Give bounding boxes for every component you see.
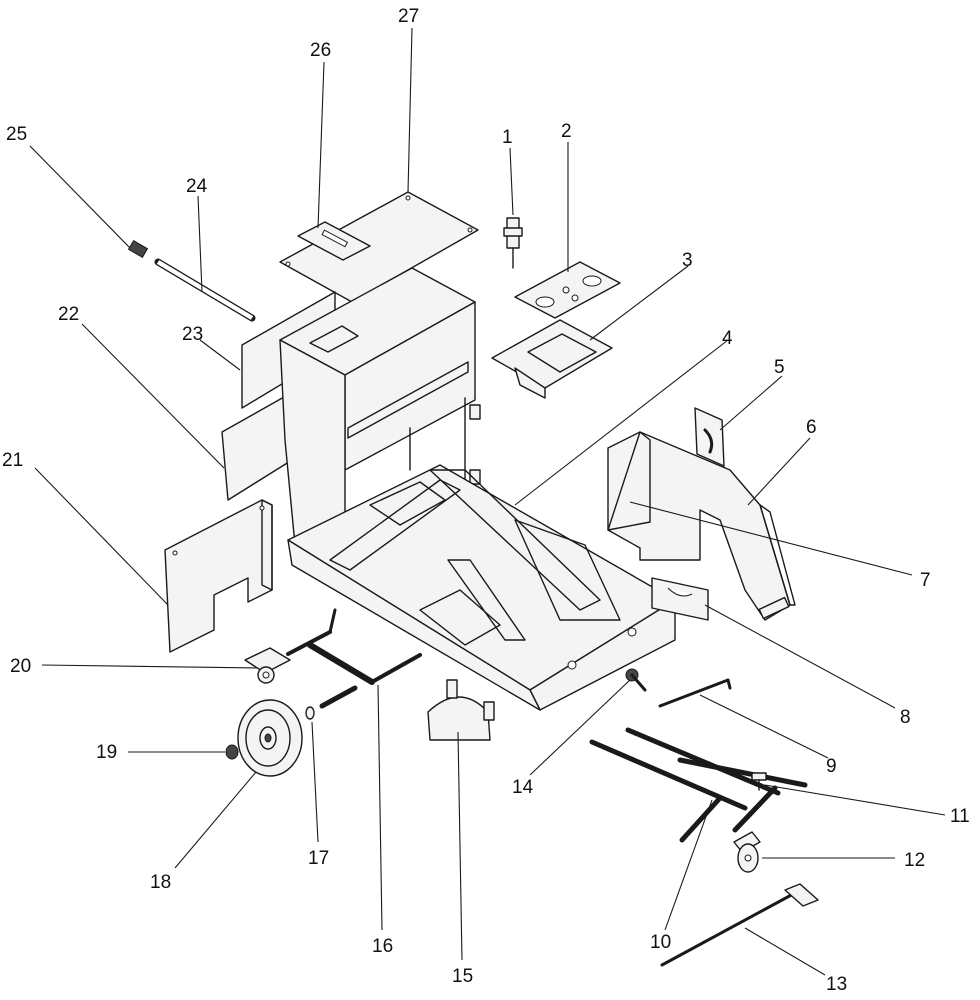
- part-4-base-frame: [287, 464, 676, 711]
- callout-3: 3: [682, 250, 693, 271]
- leader-11: [764, 784, 946, 816]
- leader-8: [704, 604, 896, 709]
- callout-22: 22: [58, 304, 79, 325]
- callout-19: 19: [96, 742, 117, 763]
- leader-24: [197, 195, 203, 293]
- part-11-pin: [751, 772, 767, 791]
- part-18-wheel: [237, 699, 303, 777]
- callout-6: 6: [806, 417, 817, 438]
- callout-9: 9: [826, 756, 837, 777]
- callout-26: 26: [310, 40, 331, 61]
- part-9-handle-rod: [658, 678, 732, 708]
- leader-16: [377, 684, 383, 931]
- callout-20: 20: [10, 656, 31, 677]
- callout-labels: 1 2 3 4 5 6 7 8 9 10 11 12 13 14 15 16 1…: [2, 6, 970, 995]
- callout-7: 7: [920, 570, 931, 591]
- callout-24: 24: [186, 176, 208, 197]
- main-frame-tower: [279, 267, 481, 571]
- part-14-bolt: [625, 668, 647, 692]
- part-25-cap: [127, 239, 149, 259]
- part-6-belt-guard: [607, 431, 796, 621]
- leader-23: [199, 339, 241, 371]
- part-17-axle-pin: [305, 685, 358, 720]
- leader-1: [509, 147, 514, 216]
- part-27-top-cover-plate: [279, 191, 479, 303]
- part-5-small-plate: [694, 407, 725, 467]
- leader-27: [407, 27, 413, 193]
- part-19-nut: [225, 744, 239, 760]
- part-3-tray: [491, 319, 613, 399]
- leader-22: [81, 323, 225, 469]
- callout-1: 1: [502, 127, 513, 148]
- leader-21: [34, 467, 169, 606]
- callout-18: 18: [150, 872, 171, 893]
- part-2-gasket-plate: [514, 261, 621, 319]
- callout-12: 12: [904, 850, 925, 871]
- leader-lines: [29, 27, 946, 976]
- callout-21: 21: [2, 450, 23, 471]
- callout-14: 14: [512, 777, 534, 798]
- callout-4: 4: [722, 328, 733, 349]
- leader-15: [457, 731, 463, 961]
- part-15-wheel-cover: [427, 679, 495, 741]
- leader-10: [664, 799, 713, 931]
- leader-18: [174, 771, 257, 869]
- leader-3: [589, 265, 689, 341]
- part-26-small-plate: [297, 221, 371, 261]
- callout-13: 13: [826, 974, 847, 995]
- part-24-rod: [154, 258, 256, 322]
- part-10-caster-frame: [589, 727, 808, 843]
- leader-5: [719, 375, 783, 431]
- leader-26: [317, 61, 325, 229]
- callout-27: 27: [398, 6, 419, 27]
- leader-17: [311, 721, 319, 843]
- callout-17: 17: [308, 848, 329, 869]
- leader-9: [699, 694, 829, 759]
- part-21-side-housing: [164, 499, 273, 653]
- part-16-axle: [286, 608, 422, 685]
- callout-23: 23: [182, 324, 203, 345]
- leader-4: [514, 339, 729, 506]
- part-8-bracket-plate: [651, 577, 709, 621]
- callout-2: 2: [561, 121, 572, 142]
- leader-7: [629, 501, 913, 576]
- leader-13: [744, 927, 826, 976]
- part-20-bracket: [244, 647, 291, 684]
- part-1-fitting: [503, 217, 523, 269]
- leader-14: [529, 679, 631, 776]
- leader-20: [41, 664, 259, 669]
- callout-16: 16: [372, 936, 393, 957]
- callout-10: 10: [650, 932, 671, 953]
- callout-11: 11: [950, 806, 970, 827]
- callout-25: 25: [6, 124, 27, 145]
- leader-25: [29, 145, 131, 249]
- callout-15: 15: [452, 966, 473, 987]
- callout-8: 8: [900, 707, 911, 728]
- callout-5: 5: [774, 357, 785, 378]
- leader-6: [747, 437, 811, 506]
- part-13-long-rod: [660, 883, 819, 967]
- part-12-caster: [733, 831, 761, 873]
